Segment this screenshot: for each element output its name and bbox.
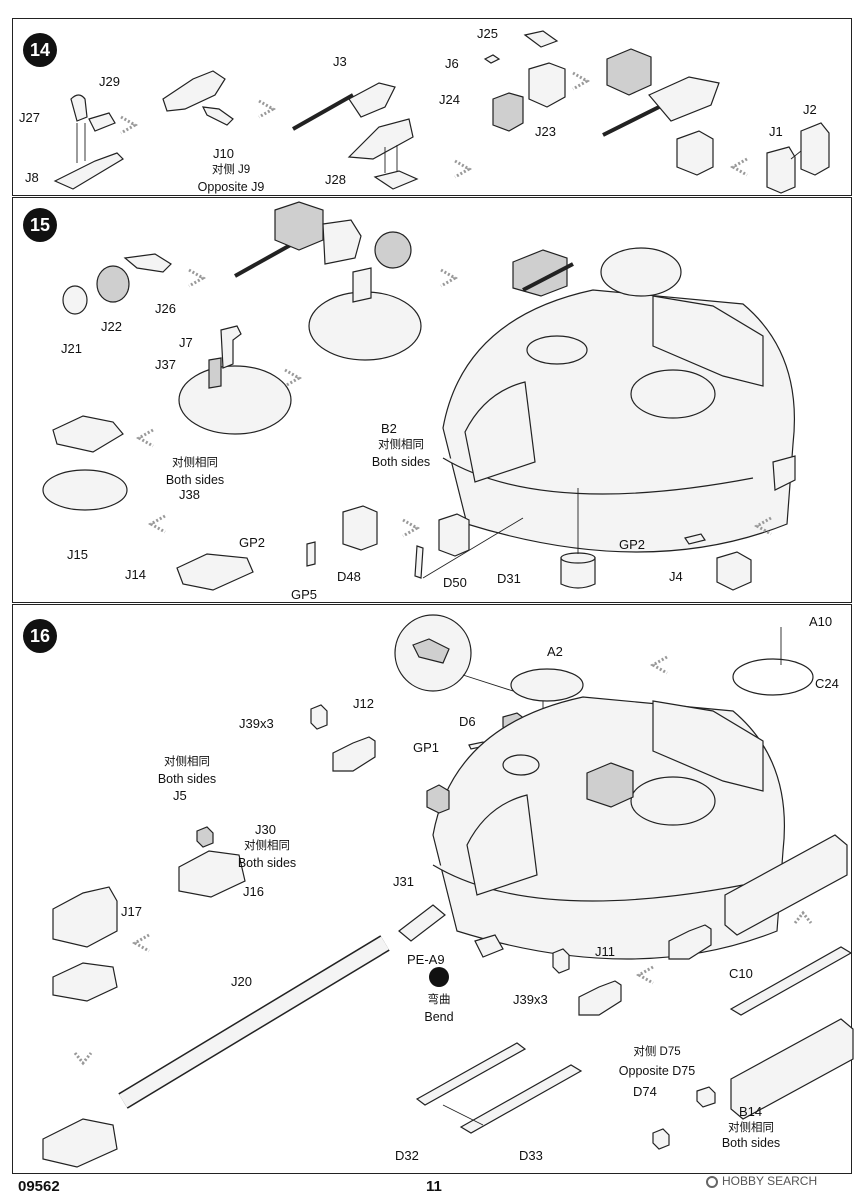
label-J1: J1 bbox=[769, 124, 783, 139]
label-J11: J11 bbox=[595, 944, 615, 959]
note-bend-en: Bend bbox=[424, 1010, 454, 1024]
label-D6: D6 bbox=[459, 714, 476, 729]
label-D31: D31 bbox=[497, 571, 521, 586]
label-GP1: GP1 bbox=[413, 740, 440, 755]
note-D75-en: Opposite D75 bbox=[618, 1064, 696, 1078]
label-PE-A9: PE-A9 bbox=[407, 952, 445, 967]
label-J25: J25 bbox=[477, 26, 498, 41]
label-J23: J23 bbox=[535, 124, 556, 139]
hobby-search-logo: HOBBY SEARCH bbox=[706, 1174, 817, 1188]
label-D50: D50 bbox=[443, 575, 467, 590]
label-J4: J4 bbox=[669, 569, 683, 584]
label-J3: J3 bbox=[333, 54, 347, 69]
label-J8: J8 bbox=[25, 170, 39, 185]
logo-text: HOBBY SEARCH bbox=[722, 1174, 818, 1188]
label-C24: C24 bbox=[815, 676, 839, 691]
step-15-drawing bbox=[42, 201, 796, 591]
note-both-cn: 对侧相同 bbox=[164, 756, 210, 768]
step-15-panel: 15 bbox=[12, 197, 852, 603]
page-number: 11 bbox=[426, 1178, 442, 1195]
label-J31: J31 bbox=[393, 874, 414, 889]
label-J22: J22 bbox=[101, 319, 122, 334]
label-D32: D32 bbox=[395, 1148, 419, 1163]
label-D74: D74 bbox=[633, 1084, 657, 1099]
label-A10: A10 bbox=[809, 614, 833, 629]
label-J6: J6 bbox=[445, 56, 459, 71]
step-14-drawing bbox=[53, 30, 830, 194]
note-B2-cn: 对侧相同 bbox=[378, 439, 424, 451]
note-bend-cn: 弯曲 bbox=[427, 994, 451, 1006]
label-J14: J14 bbox=[125, 567, 146, 582]
note-J30-en: Both sides bbox=[237, 856, 297, 870]
label-J21: J21 bbox=[61, 341, 82, 356]
label-J26: J26 bbox=[155, 301, 176, 316]
label-J38: J38 bbox=[179, 487, 200, 502]
label-J30: J30 bbox=[255, 822, 276, 837]
note-J30-cn: 对侧相同 bbox=[244, 840, 290, 852]
label-J2: J2 bbox=[803, 102, 817, 117]
note-B2-en: Both sides bbox=[371, 455, 431, 469]
label-J39x3-right: J39x3 bbox=[513, 992, 548, 1007]
label-C10: C10 bbox=[729, 966, 753, 981]
note-D75-cn: 对侧 D75 bbox=[633, 1046, 681, 1058]
product-code: 09562 bbox=[18, 1178, 60, 1195]
label-D33: D33 bbox=[519, 1148, 543, 1163]
label-J12: J12 bbox=[353, 696, 374, 711]
step-number-15: 15 bbox=[23, 208, 57, 242]
label-GP2-right: GP2 bbox=[619, 537, 646, 552]
label-J28: J28 bbox=[325, 172, 346, 187]
label-D48: D48 bbox=[337, 569, 361, 584]
label-J7: J7 bbox=[179, 335, 193, 350]
label-J10: J10 bbox=[213, 146, 234, 161]
label-J29: J29 bbox=[99, 74, 120, 89]
note-J10-cn: 对侧 J9 bbox=[211, 164, 251, 176]
label-J20: J20 bbox=[231, 974, 252, 989]
note-B14-en: Both sides bbox=[721, 1136, 781, 1150]
label-J24: J24 bbox=[439, 92, 460, 107]
note-B14-cn: 对侧相同 bbox=[728, 1122, 774, 1134]
label-J5: J5 bbox=[173, 788, 187, 803]
step-number-16: 16 bbox=[23, 619, 57, 653]
note-both-cn: 对侧相同 bbox=[172, 457, 218, 469]
label-J15: J15 bbox=[67, 547, 88, 562]
label-J37: J37 bbox=[155, 357, 176, 372]
step-16-drawing bbox=[42, 614, 854, 1168]
step-14-panel: 14 J27 J29 J8 bbox=[12, 18, 852, 196]
note-both-en: Both sides bbox=[157, 772, 217, 786]
label-B2: B2 bbox=[381, 421, 397, 436]
label-GP2: GP2 bbox=[239, 535, 266, 550]
note-both-en: Both sides bbox=[165, 473, 225, 487]
label-J39x3-left: J39x3 bbox=[239, 716, 274, 731]
step-16-panel: 16 bbox=[12, 604, 854, 1174]
label-GP5: GP5 bbox=[291, 587, 318, 602]
label-B14: B14 bbox=[739, 1104, 763, 1119]
label-A2: A2 bbox=[547, 644, 563, 659]
label-J17: J17 bbox=[121, 904, 142, 919]
logo-icon bbox=[706, 1175, 718, 1188]
label-J27: J27 bbox=[19, 110, 40, 125]
step-number-14: 14 bbox=[23, 33, 57, 67]
note-J10-en: Opposite J9 bbox=[197, 180, 265, 194]
label-J16: J16 bbox=[243, 884, 264, 899]
